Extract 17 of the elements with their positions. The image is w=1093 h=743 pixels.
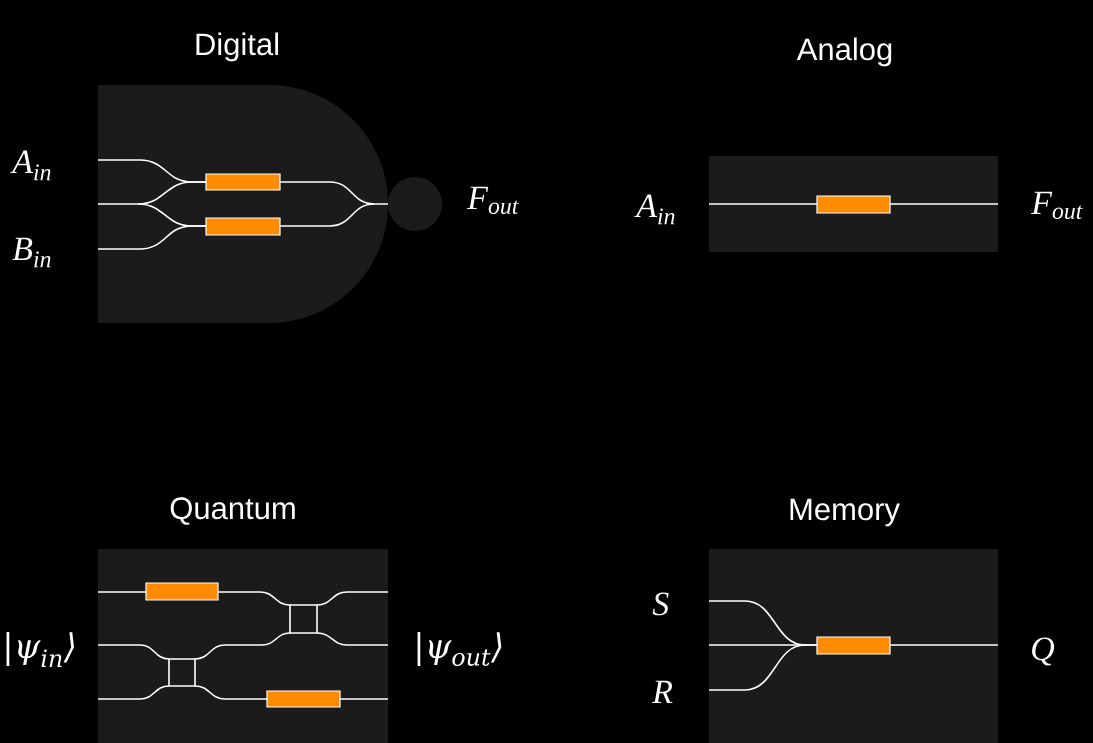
signal-label: Q	[1032, 637, 1055, 666]
signal-label: S	[652, 592, 669, 616]
signal-label: |ψ$_{out}$⟩	[417, 632, 502, 666]
circuit-panel: Analog	[709, 37, 998, 252]
node-label: Analog	[796, 37, 892, 67]
signal-label: |ψ$_{in}$⟩	[6, 632, 74, 667]
signal-label: R	[652, 680, 673, 703]
signal-label: B$_{in}$	[12, 237, 51, 268]
node-label: Quantum	[170, 497, 295, 525]
node-label: Memory	[790, 498, 900, 527]
signal-label: A$_{in}$	[634, 194, 675, 225]
signal-label: F$_{out}$	[467, 186, 519, 215]
signal-label: A$_{in}$	[10, 150, 51, 181]
circuit-panel: Digital	[98, 32, 388, 323]
circuit-panel: Quantum	[98, 497, 388, 743]
signal-label: F$_{out}$	[1031, 191, 1083, 220]
circuit-panel: Memory	[709, 498, 998, 743]
